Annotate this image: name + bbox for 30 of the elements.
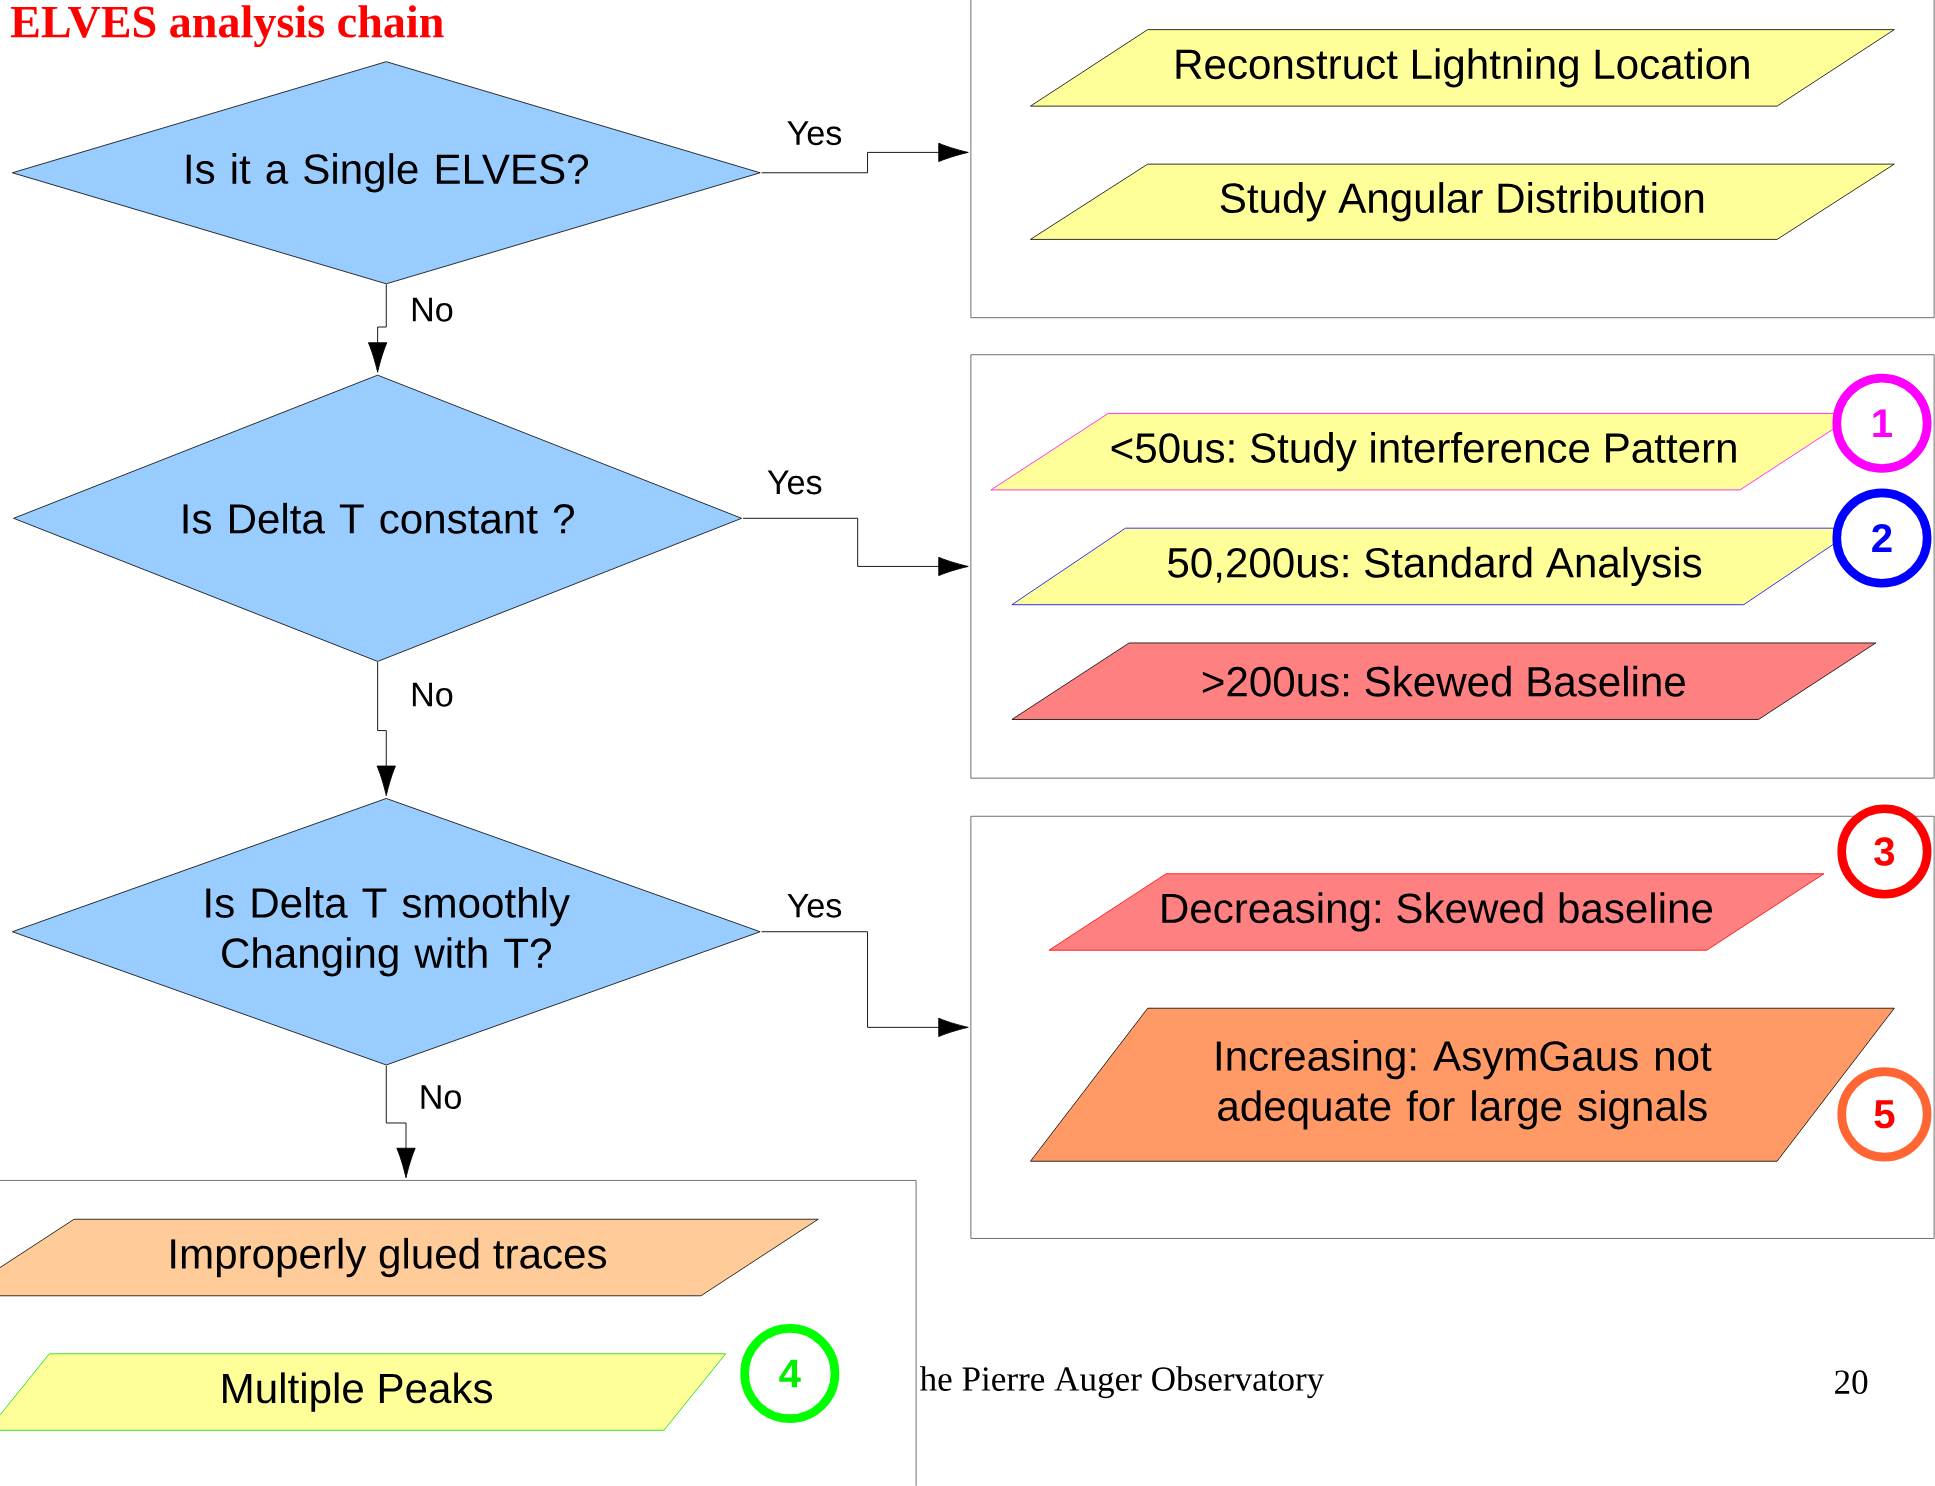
data-parallelogram: Improperly glued traces xyxy=(0,1218,819,1297)
data-parallelogram: 50,200us: Standard Analysis xyxy=(1011,527,1858,606)
arrow xyxy=(376,661,396,797)
data-parallelogram: <50us: Study interference Pattern xyxy=(990,413,1858,491)
arrow xyxy=(761,931,969,1038)
edge-label: No xyxy=(408,295,456,324)
group-box xyxy=(970,354,1935,779)
data-parallelogram: >200us: Skewed Baseline xyxy=(1011,642,1877,720)
group-box xyxy=(0,1180,917,1486)
data-parallelogram: Multiple Peaks xyxy=(0,1353,727,1431)
edge-label: No xyxy=(408,680,456,709)
arrow xyxy=(385,1065,416,1179)
data-parallelogram: Decreasing: Skewed baseline xyxy=(1048,873,1825,951)
footer-text: he Pierre Auger Observatory xyxy=(919,1366,1325,1399)
edge-label: No xyxy=(416,1083,465,1112)
node-label: 2 xyxy=(1872,524,1892,553)
node-label: 3 xyxy=(1874,837,1895,866)
title: ELVES analysis chain xyxy=(10,5,444,48)
edge-label: Yes xyxy=(784,119,845,148)
arrow xyxy=(761,142,969,174)
arrow xyxy=(742,517,969,577)
group-box xyxy=(970,815,1935,1239)
edge-label: Yes xyxy=(764,468,825,497)
data-parallelogram: Reconstruct Lightning Location xyxy=(1030,29,1895,107)
data-parallelogram: Study Angular Distribution xyxy=(1030,163,1895,240)
page-number: 20 xyxy=(1835,1370,1868,1395)
edge-label: Yes xyxy=(784,892,845,920)
arrow xyxy=(368,284,388,373)
node-label: 1 xyxy=(1873,409,1892,438)
group-box xyxy=(970,0,1935,319)
